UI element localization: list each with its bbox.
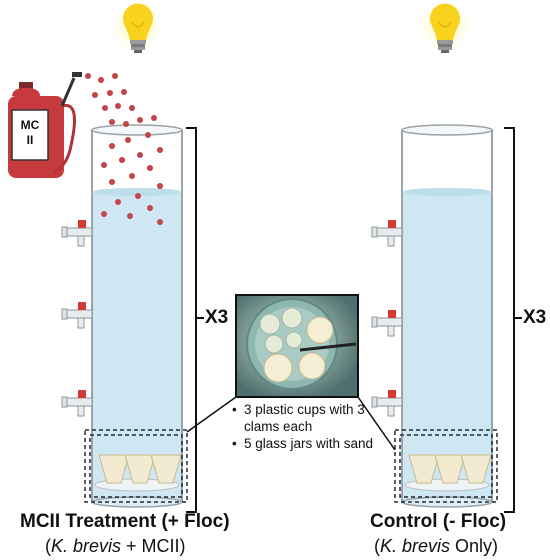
replicate-bracket: [504, 127, 522, 513]
detail-bullet-list: 3 plastic cups with 3 clams each 5 glass…: [230, 401, 400, 452]
inset-photo: [235, 294, 359, 398]
detail-box: [394, 429, 498, 503]
species-name: K. brevis: [380, 536, 451, 556]
cup-icon: [404, 454, 492, 492]
right-replicate-label: X3: [523, 307, 547, 328]
right-column-title: Control (- Floc): [370, 511, 507, 532]
cup-icon: [94, 454, 182, 492]
species-name: K. brevis: [51, 536, 122, 556]
light-bulb-icon: [418, 0, 472, 54]
valve-icon: [371, 219, 403, 247]
valve-icon: [371, 309, 403, 337]
water-fill: [402, 192, 492, 502]
left-column-title: MCII Treatment (+ Floc): [20, 511, 230, 532]
right-column-subtitle: (K. brevis Only): [374, 536, 499, 556]
light-bulb-icon: [111, 0, 165, 54]
water-fill: [92, 192, 182, 502]
connector-line: [186, 396, 237, 433]
left-replicate-label: X3: [205, 307, 229, 328]
control-column: [394, 124, 498, 508]
bullet-item: 3 plastic cups with 3 clams each: [230, 401, 400, 435]
sprayer-icon: [8, 72, 82, 178]
valve-icon: [61, 389, 93, 417]
treatment-column: [84, 124, 188, 508]
detail-box: [84, 429, 188, 503]
left-column-subtitle: (K. brevis + MCII): [45, 536, 186, 556]
bullet-item: 5 glass jars with sand: [230, 435, 400, 452]
spray-particles: [85, 73, 163, 225]
sprayer-label: MC II: [20, 118, 40, 147]
valve-icon: [61, 219, 93, 247]
valve-icon: [61, 301, 93, 329]
replicate-bracket: [186, 127, 204, 513]
